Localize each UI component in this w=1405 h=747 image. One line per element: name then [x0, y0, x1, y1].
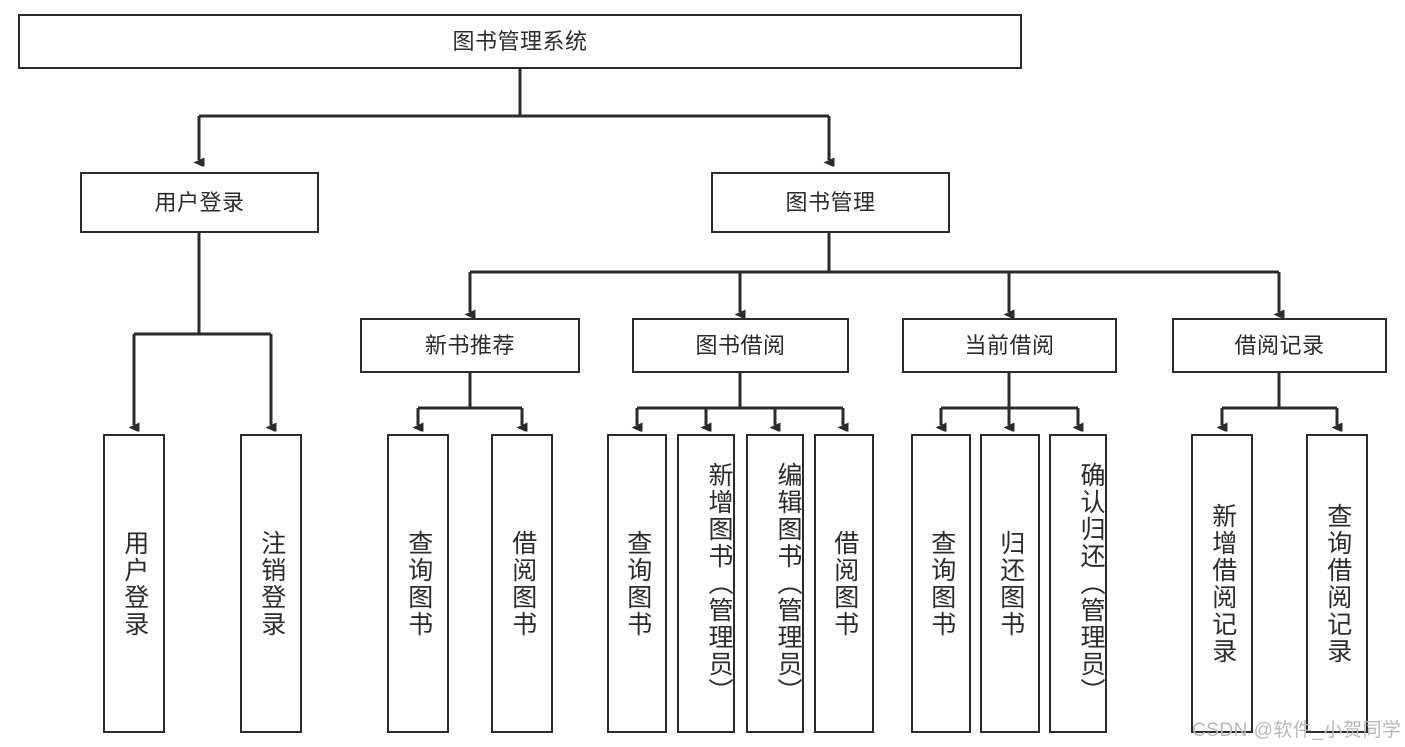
node-leaf-edit-book-label: 编辑图书（管理员） — [774, 462, 802, 705]
node-leaf-confirm-return-label: 确认归还（管理员） — [1077, 462, 1105, 705]
node-leaf-query-record[interactable]: 查询借阅记录 — [1306, 434, 1368, 733]
node-new-book-recommend[interactable]: 新书推荐 — [360, 318, 580, 373]
node-leaf-return-book-label: 归还图书 — [996, 529, 1025, 638]
node-leaf-query-book-3-label: 查询图书 — [927, 529, 956, 638]
node-leaf-add-book-label: 新增图书（管理员） — [705, 462, 733, 705]
node-leaf-query-book-1-label: 查询图书 — [404, 529, 433, 638]
node-leaf-add-book[interactable]: 新增图书（管理员） — [677, 434, 735, 733]
node-leaf-borrow-book-1-label: 借阅图书 — [508, 529, 537, 638]
node-root-label: 图书管理系统 — [452, 28, 588, 54]
node-leaf-query-book-1[interactable]: 查询图书 — [387, 434, 449, 733]
csdn-watermark: CSDN @软件_小贺同学 — [1192, 720, 1402, 741]
node-leaf-query-book-3[interactable]: 查询图书 — [911, 434, 971, 733]
node-current-borrow[interactable]: 当前借阅 — [902, 318, 1117, 373]
node-leaf-add-record-label: 新增借阅记录 — [1208, 502, 1237, 665]
node-borrow-record-label: 借阅记录 — [1234, 332, 1325, 358]
node-book-borrow[interactable]: 图书借阅 — [632, 318, 849, 373]
node-leaf-query-book-2-label: 查询图书 — [623, 529, 652, 638]
node-leaf-user-logout-label: 注销登录 — [257, 529, 286, 638]
node-current-borrow-label: 当前借阅 — [964, 332, 1055, 358]
node-leaf-borrow-book-2[interactable]: 借阅图书 — [814, 434, 874, 733]
node-user-login-label: 用户登录 — [154, 189, 245, 215]
node-leaf-edit-book[interactable]: 编辑图书（管理员） — [746, 434, 804, 733]
node-leaf-borrow-book-1[interactable]: 借阅图书 — [491, 434, 553, 733]
node-new-book-recommend-label: 新书推荐 — [424, 332, 515, 358]
node-leaf-return-book[interactable]: 归还图书 — [980, 434, 1040, 733]
node-borrow-record[interactable]: 借阅记录 — [1172, 318, 1387, 373]
node-root[interactable]: 图书管理系统 — [18, 14, 1022, 69]
node-book-borrow-label: 图书借阅 — [695, 332, 786, 358]
node-leaf-confirm-return[interactable]: 确认归还（管理员） — [1049, 434, 1107, 733]
node-leaf-user-logout[interactable]: 注销登录 — [240, 434, 302, 733]
node-leaf-user-login-label: 用户登录 — [120, 529, 149, 638]
node-leaf-add-record[interactable]: 新增借阅记录 — [1191, 434, 1253, 733]
node-book-manage-label: 图书管理 — [785, 189, 876, 215]
node-leaf-borrow-book-2-label: 借阅图书 — [830, 529, 859, 638]
node-leaf-user-login[interactable]: 用户登录 — [103, 434, 165, 733]
node-user-login[interactable]: 用户登录 — [80, 172, 319, 233]
node-book-manage[interactable]: 图书管理 — [711, 172, 950, 233]
node-leaf-query-record-label: 查询借阅记录 — [1323, 502, 1352, 665]
node-leaf-query-book-2[interactable]: 查询图书 — [607, 434, 667, 733]
